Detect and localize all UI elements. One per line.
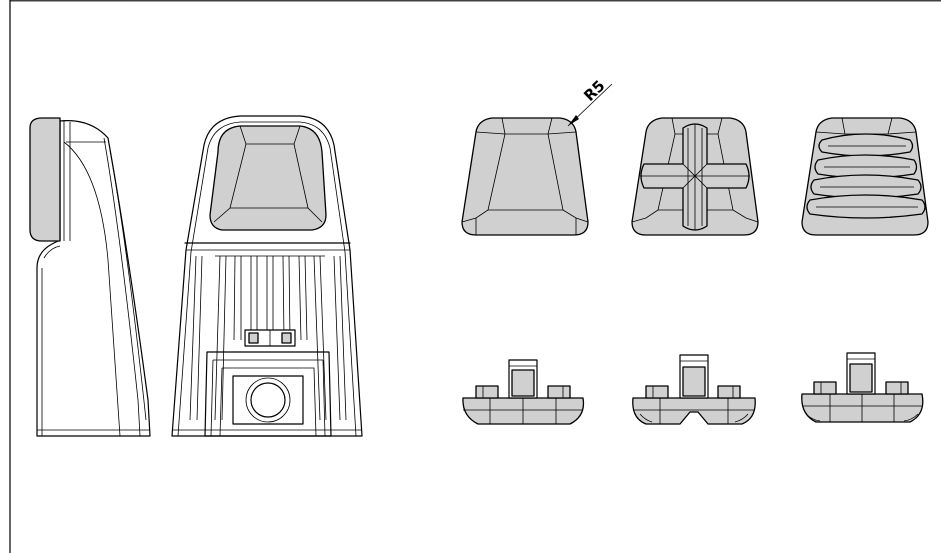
- pad-ribbed-top-view: [801, 117, 929, 236]
- pad-cross-top-view: [631, 117, 759, 236]
- pad-ribbed-front-view: [801, 352, 924, 423]
- pad-plain-top-view: [461, 117, 589, 236]
- front-view: [171, 115, 363, 437]
- sheet-border: [9, 0, 941, 553]
- rib-group: [189, 255, 347, 421]
- dimension-label: R5: [580, 77, 608, 105]
- side-view: [29, 117, 151, 437]
- pad-plain-front-view: [462, 359, 585, 425]
- pad-cross-front-view: [632, 354, 756, 425]
- radius-dimension: R5: [567, 77, 613, 127]
